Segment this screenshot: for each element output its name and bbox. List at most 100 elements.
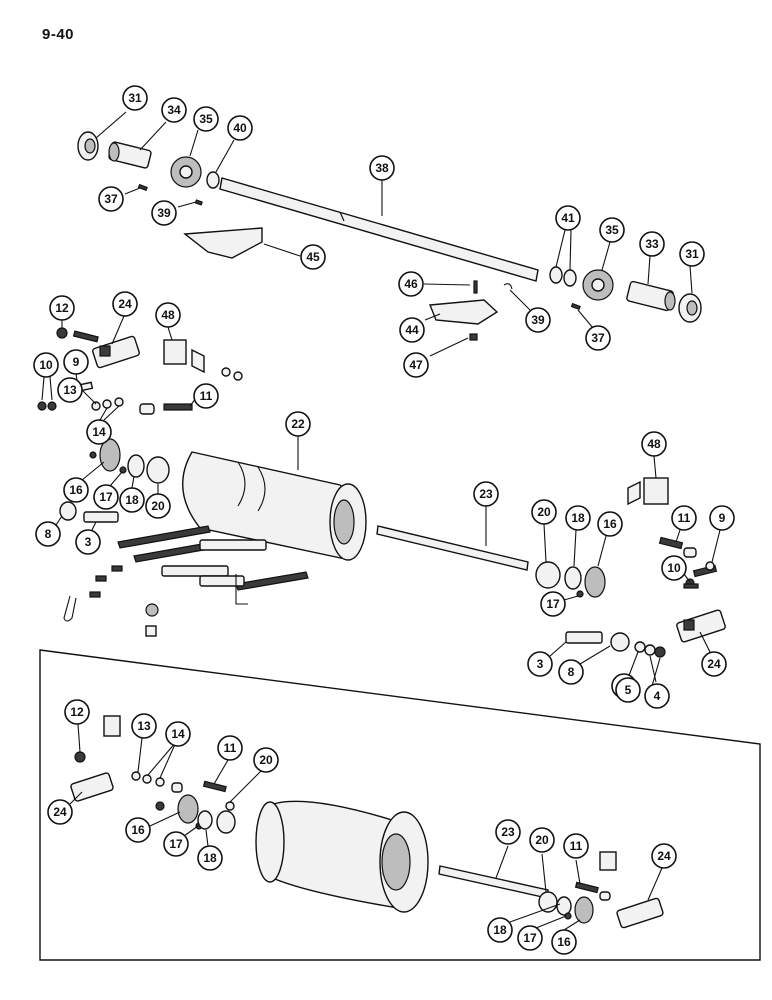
callout-18: 18 — [565, 505, 591, 531]
callout-17: 17 — [540, 591, 566, 617]
drum-assembly — [37, 327, 726, 658]
svg-text:31: 31 — [685, 247, 699, 261]
callout-20: 20 — [145, 493, 171, 519]
svg-text:17: 17 — [523, 931, 537, 945]
svg-text:48: 48 — [161, 308, 175, 322]
callout-39: 39 — [525, 307, 551, 333]
svg-text:3: 3 — [537, 657, 544, 671]
callout-23: 23 — [473, 481, 499, 507]
flange-16-right — [584, 566, 606, 598]
washer-40 — [206, 171, 220, 189]
callout-16: 16 — [125, 817, 151, 843]
svg-text:47: 47 — [409, 358, 423, 372]
callout-48: 48 — [155, 302, 181, 328]
callout-3: 3 — [527, 651, 553, 677]
svg-text:20: 20 — [535, 833, 549, 847]
svg-text:18: 18 — [571, 511, 585, 525]
svg-text:40: 40 — [233, 121, 247, 135]
callout-37: 37 — [585, 325, 611, 351]
svg-text:17: 17 — [169, 837, 183, 851]
svg-text:11: 11 — [570, 839, 583, 853]
bushing-8-right — [610, 632, 630, 652]
chain-links — [63, 525, 309, 637]
callout-11: 11 — [217, 735, 243, 761]
svg-text:46: 46 — [404, 277, 418, 291]
callout-35: 35 — [599, 217, 625, 243]
svg-text:17: 17 — [546, 597, 560, 611]
bushing-8-left — [59, 501, 77, 521]
svg-text:14: 14 — [171, 727, 185, 741]
shaft-23 — [376, 525, 529, 571]
callout-12: 12 — [49, 295, 75, 321]
callout-24: 24 — [112, 291, 138, 317]
page-number: 9-40 — [42, 26, 75, 43]
callout-44: 44 — [399, 317, 425, 343]
callout-24: 24 — [47, 799, 73, 825]
callout-16: 16 — [551, 929, 577, 955]
bracket-24-right — [676, 609, 726, 643]
svg-text:41: 41 — [561, 211, 575, 225]
svg-text:37: 37 — [591, 331, 605, 345]
inset-frame — [39, 649, 761, 961]
svg-text:23: 23 — [501, 825, 515, 839]
callout-18: 18 — [197, 845, 223, 871]
top-shaft-assembly — [77, 131, 702, 341]
callout-40: 40 — [227, 115, 253, 141]
svg-text:16: 16 — [69, 483, 83, 497]
ring-18-left — [127, 454, 145, 478]
callout-11: 11 — [563, 833, 589, 859]
svg-text:11: 11 — [200, 389, 213, 403]
svg-text:12: 12 — [55, 301, 69, 315]
svg-text:39: 39 — [531, 313, 545, 327]
inset-panel — [39, 649, 761, 961]
svg-text:24: 24 — [118, 297, 132, 311]
shaft-38 — [219, 177, 539, 282]
svg-text:16: 16 — [603, 517, 617, 531]
callout-17: 17 — [163, 831, 189, 857]
callout-35: 35 — [193, 106, 219, 132]
svg-text:13: 13 — [137, 719, 151, 733]
callouts: 31 34 35 40 37 39 38 45 41 35 33 31 46 3… — [33, 85, 735, 955]
callout-9: 9 — [709, 505, 735, 531]
callout-9: 9 — [63, 349, 89, 375]
svg-text:44: 44 — [405, 323, 419, 337]
callout-37: 37 — [98, 186, 124, 212]
callout-47: 47 — [403, 352, 429, 378]
callout-11: 11 — [671, 505, 697, 531]
callout-13: 13 — [131, 713, 157, 739]
callout-12: 12 — [64, 699, 90, 725]
svg-text:37: 37 — [104, 192, 118, 206]
svg-text:18: 18 — [203, 851, 217, 865]
callout-14: 14 — [86, 419, 112, 445]
ring-18-right — [564, 566, 582, 590]
svg-text:38: 38 — [375, 161, 389, 175]
svg-text:13: 13 — [63, 383, 77, 397]
svg-text:10: 10 — [667, 561, 681, 575]
callout-22: 22 — [285, 411, 311, 437]
callout-4: 4 — [644, 683, 670, 709]
callout-18: 18 — [119, 487, 145, 513]
callout-20: 20 — [253, 747, 279, 773]
svg-text:34: 34 — [167, 103, 181, 117]
callout-45: 45 — [300, 244, 326, 270]
washer-41b — [563, 269, 577, 287]
callout-38: 38 — [369, 155, 395, 181]
callout-33: 33 — [639, 231, 665, 257]
svg-text:4: 4 — [654, 689, 661, 703]
svg-text:23: 23 — [479, 487, 493, 501]
callout-23: 23 — [495, 819, 521, 845]
callout-46: 46 — [398, 271, 424, 297]
svg-text:45: 45 — [306, 250, 320, 264]
plate-44 — [429, 299, 499, 325]
bushing-20-right — [535, 561, 561, 589]
svg-text:12: 12 — [70, 705, 84, 719]
bolt-3-right — [565, 631, 603, 644]
svg-text:8: 8 — [45, 527, 52, 541]
callout-10: 10 — [33, 352, 59, 378]
svg-text:8: 8 — [568, 665, 575, 679]
svg-text:11: 11 — [224, 741, 237, 755]
svg-text:16: 16 — [557, 935, 571, 949]
callout-8: 8 — [35, 521, 61, 547]
svg-text:10: 10 — [39, 358, 53, 372]
